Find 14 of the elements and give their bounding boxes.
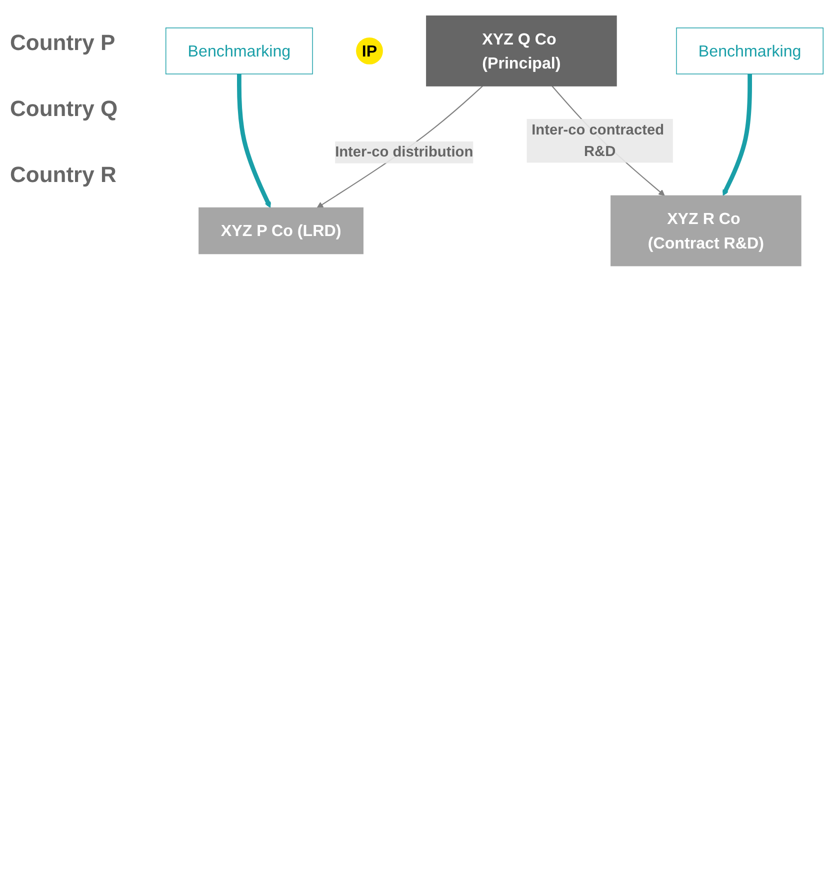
edge-label: Inter-co contracted R&D (532, 122, 664, 160)
country-label: Country P (10, 30, 116, 56)
node-box: XYZ R Co (Contract R&D) (610, 195, 802, 266)
arrow (316, 86, 484, 208)
node-box: XYZ P Co (LRD) (198, 207, 364, 254)
node-box: Benchmarking (676, 28, 824, 74)
arrow (722, 74, 752, 196)
node-box: Benchmarking (166, 28, 313, 74)
node-circle: IP (356, 37, 383, 64)
arrow (237, 74, 272, 208)
edge-label: Inter-co distribution (335, 144, 474, 160)
country-label: Country Q (10, 96, 119, 122)
country-label: Country R (10, 162, 118, 188)
node-box: XYZ Q Co (Principal) (426, 15, 617, 86)
